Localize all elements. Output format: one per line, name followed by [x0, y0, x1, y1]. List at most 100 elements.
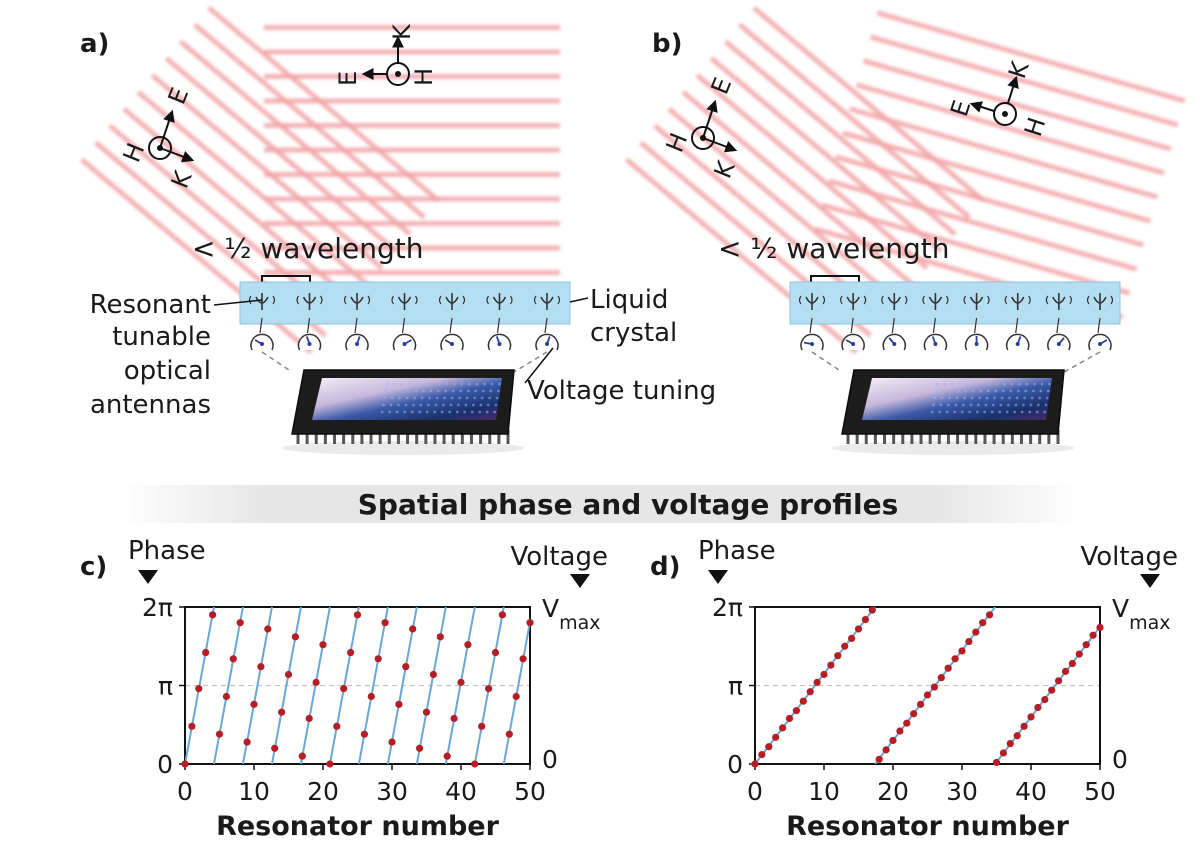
resonator-point [333, 722, 341, 730]
chip-pin [1001, 430, 1005, 444]
section-banner [120, 485, 1080, 523]
y-tick-label: π [158, 672, 173, 701]
x-tick-label: 40 [1015, 777, 1047, 806]
chip-pin [479, 430, 483, 444]
resonator-point [209, 611, 217, 619]
projection-line [811, 351, 843, 373]
antenna-icon [438, 293, 466, 334]
beam-stripe [136, 90, 370, 287]
chip-pin [497, 430, 501, 444]
left-axis-arrow-icon [708, 570, 728, 584]
resonator-point [381, 619, 389, 627]
chip-pin [314, 430, 318, 444]
chip-pin [892, 430, 896, 444]
chip-pin [424, 430, 428, 444]
panel-a-chip-icon [261, 351, 548, 455]
resonator-point [519, 655, 527, 663]
resonator-point [298, 752, 306, 760]
resonator-point [896, 727, 904, 735]
right-axis-arrow-icon [1140, 574, 1160, 588]
section-banner-title: Spatial phase and voltage profiles [358, 488, 898, 521]
voltage-dial-icon [964, 333, 989, 351]
voltage-dial-icon [297, 333, 322, 351]
voltage-dial-icon [1047, 333, 1071, 351]
beam-stripe [709, 56, 943, 254]
antenna-caption-line-2: tunable [112, 322, 211, 352]
antenna-icon [963, 293, 990, 334]
resonator-point [512, 692, 520, 701]
resonator-point [834, 652, 842, 660]
resonator-point [903, 719, 911, 727]
chip-pin [956, 430, 960, 444]
resonator-point [1048, 686, 1056, 694]
resonator-point [979, 619, 987, 627]
chip-pin [351, 430, 355, 444]
resonator-point [457, 678, 465, 686]
resonator-point [422, 708, 431, 716]
x-axis-label: Resonator number [786, 811, 1070, 842]
chip-pin [846, 430, 850, 444]
chart-panel-label: d) [650, 552, 681, 582]
chip-pin [937, 430, 941, 444]
chip-pin [360, 430, 364, 444]
voltage-dial-icon [1088, 333, 1112, 351]
resonator-point [751, 760, 759, 768]
chip-pin [406, 430, 410, 444]
resonator-point [271, 744, 279, 752]
panel-b-label: b) [652, 29, 683, 59]
chip-pin [369, 430, 373, 444]
left-axis-title: Phase [128, 536, 206, 566]
e-vector-label: E [334, 71, 362, 86]
chip-pin [983, 430, 987, 444]
right-tick-label-vmax: Vmax [1112, 594, 1171, 634]
antenna-icon [1004, 293, 1031, 334]
resonator-point [505, 730, 513, 738]
chip-pin [469, 430, 473, 444]
chip-pin [396, 430, 400, 444]
chip-pin [506, 430, 510, 444]
beam-stripe [723, 39, 957, 237]
antenna-icon [1045, 293, 1072, 334]
panel-a-light-beams [79, 5, 560, 355]
voltage-tuning-label: Voltage tuning [527, 376, 716, 406]
resonator-point [1075, 650, 1083, 658]
resonator-point [243, 738, 251, 746]
right-tick-label-zero: 0 [1112, 745, 1128, 774]
chip-pin [974, 430, 978, 444]
chip-pin [1047, 430, 1051, 444]
chart-panel-label: c) [80, 552, 107, 582]
x-tick-label: 50 [1084, 777, 1116, 806]
resonator-point [1061, 667, 1070, 675]
resonator-point [972, 628, 980, 636]
voltage-dial-icon [487, 333, 512, 351]
chip-pin [919, 430, 923, 444]
chip-pin [873, 430, 877, 444]
chip-pin [323, 430, 327, 444]
h-field-dot-icon [148, 136, 172, 160]
phase-ramp-segment [357, 607, 389, 764]
projection-line [513, 351, 548, 373]
resonator-point [222, 692, 230, 701]
phase-ramp-segment [241, 607, 273, 764]
resonator-point [291, 633, 299, 641]
panel-a-reflected-field-vectors: K E H [334, 23, 438, 86]
chip-pin [1038, 430, 1042, 444]
voltage-dial-icon [841, 333, 865, 351]
resonator-point [923, 691, 932, 699]
beam-stripe [862, 58, 1172, 152]
beam-stripe [842, 130, 1152, 224]
resonator-point [875, 755, 883, 763]
antenna-caption-line-1: Resonant [90, 290, 211, 320]
beam-stripe [695, 73, 929, 270]
resonator-point [485, 685, 493, 693]
antenna-caption-line-3: optical [124, 356, 211, 386]
beam-stripe [192, 22, 427, 220]
beam-stripe [178, 39, 412, 237]
resonator-point [937, 674, 945, 682]
crystal-caption-line-1: Liquid [590, 285, 668, 315]
resonator-point [498, 611, 506, 619]
phase-ramp-segment [533, 607, 562, 764]
resonator-point [1082, 641, 1090, 649]
x-tick-label: 10 [808, 777, 840, 806]
